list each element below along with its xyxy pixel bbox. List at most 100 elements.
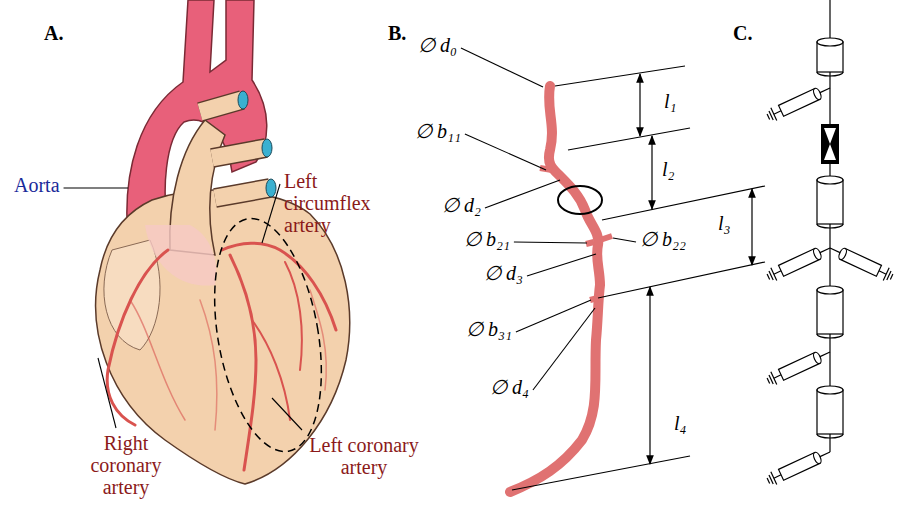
leader-line [64,187,128,188]
leader-lines [64,48,636,430]
dimension-lines [512,66,765,490]
ground-symbol [767,274,770,279]
diameter-label: ∅ d₄ [490,376,529,398]
ground-symbol [883,268,889,281]
leader-line [485,180,560,208]
diagonal [285,262,302,370]
segment-cap [817,38,843,46]
segment-body [817,180,843,224]
extension-line [512,456,690,490]
diameter-label: ∅ b₂₁ [464,228,510,250]
lumped-model [765,0,894,487]
outlet-branch [827,242,895,283]
outlet-branch [765,82,833,123]
vessel-segment [817,386,843,438]
leader-line [527,254,596,276]
stenosis-bowtie [824,128,836,160]
ground-symbol [771,472,777,485]
leader-line [613,238,636,242]
anatomy-label: Left circumflex artery [284,170,384,236]
ground-symbol [767,478,770,483]
segment-cap [817,286,843,294]
heart-illustration [96,0,350,484]
dimension-arrow [651,136,652,209]
ground-symbol [771,108,777,121]
minor-branch [200,300,217,430]
outlet-cap [837,247,848,260]
outlet-cap [812,87,823,100]
atrium-shade [145,225,216,286]
panel-letter: B. [388,22,406,44]
leader-line [514,242,587,243]
outlet-branch [765,446,833,487]
lad-branch [252,320,290,420]
pulmonary-vessels [200,100,270,198]
leader-line [98,358,116,428]
vessel-segment [817,176,843,228]
length-label: l₃ [718,212,731,234]
segment-cap [817,386,843,394]
diameter-label: ∅ b₂₂ [640,228,686,250]
right-branch [130,300,185,420]
diameter-label: ∅ b₁₁ [415,120,461,142]
leader-line [461,48,543,87]
anatomy-label: Aorta [14,174,60,196]
segment-cap [817,72,843,76]
branch-wire [774,111,781,114]
anatomy-label: Right coronary artery [80,432,172,498]
vessel-outline [215,188,270,198]
lad [230,255,256,470]
branch-wire [774,375,781,378]
outlet-branch [765,346,833,387]
leader-line [272,398,302,430]
region-ellipse [198,210,337,460]
segment-cap [817,334,843,338]
branch-wire [774,475,781,478]
extension-line [568,128,690,150]
vessel-illustration [510,66,765,492]
outlet-branch [765,242,833,283]
dimension-arrow [751,189,752,265]
vessel-opening [238,91,248,109]
extension-line [602,186,765,220]
segment-cap [817,224,843,228]
segment-body [817,290,843,334]
branch-stub [590,298,598,300]
right-coronary [107,250,168,425]
branch-wire [774,271,781,274]
branch-stub [586,242,594,244]
vessel [212,148,266,158]
ground-symbol [771,268,777,281]
leader-line [516,300,591,332]
dimension-arrow [639,74,640,136]
vessel-opening [266,179,276,197]
segment-body [817,390,843,434]
outlet-cap [812,351,823,364]
ground-symbol [767,114,770,119]
vessel [200,100,242,112]
diameter-label: ∅ b₃₁ [466,318,512,340]
extension-line [555,66,685,86]
ground-symbol [771,372,777,385]
length-label: l₁ [664,90,677,112]
diameter-label: ∅ d₀ [418,34,457,56]
ground-symbol [890,274,893,279]
vessel-outline [200,100,242,112]
diameter-label: ∅ d₂ [442,194,481,216]
vessel-segment [817,286,843,338]
vessel [215,188,270,198]
outlet-cap [812,451,823,464]
ground-symbol [767,378,770,383]
diameter-label: ∅ d₃ [484,262,523,284]
leader-line [262,184,280,243]
vessel-outline [212,148,266,158]
leader-line [533,308,595,390]
segment-cap [817,434,843,438]
outlet-cap [812,247,823,260]
branch-wire [879,271,886,274]
leader-line [465,134,546,170]
anatomy-label: Left coronary artery [298,434,430,478]
extension-line [598,262,765,298]
vessel-segment [817,38,843,76]
